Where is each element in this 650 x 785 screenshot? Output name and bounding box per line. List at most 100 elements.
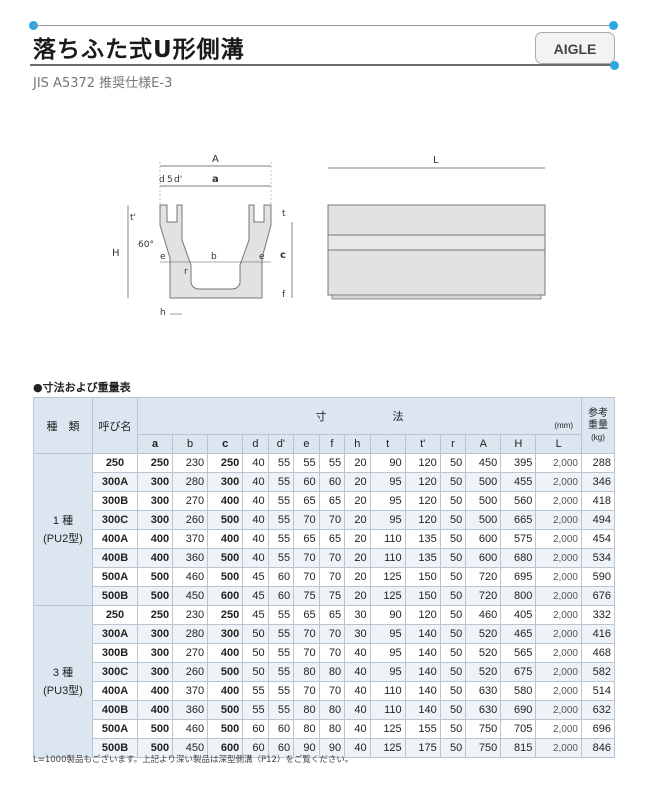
value-cell: 45 [242, 567, 269, 587]
value-cell: 175 [404, 738, 441, 758]
value-cell: 300 [207, 472, 244, 492]
value-cell: 95 [369, 491, 406, 511]
dim-5-label: 5 [167, 175, 173, 185]
value-cell: 150 [404, 567, 441, 587]
kind-cell: 3 種 (PU3型) [33, 605, 93, 758]
value-cell: 50 [439, 586, 467, 606]
header-weight: 参考 重量 (kg) [581, 397, 615, 454]
value-cell: 2,000 [535, 548, 582, 568]
value-cell: 70 [293, 624, 320, 644]
header-weight-unit: (kg) [591, 432, 605, 442]
value-cell: 500 [465, 491, 502, 511]
value-cell: 630 [465, 700, 502, 720]
value-cell: 520 [465, 662, 502, 682]
value-cell: 455 [500, 472, 537, 492]
value-cell: 600 [465, 529, 502, 549]
value-cell: 50 [439, 624, 467, 644]
value-cell: 300 [136, 472, 174, 492]
value-cell: 460 [172, 567, 209, 587]
value-cell: 140 [404, 681, 441, 701]
column-header: h [344, 434, 371, 454]
value-cell: 250 [207, 453, 244, 473]
value-cell: 800 [500, 586, 537, 606]
value-cell: 2,000 [535, 605, 582, 625]
value-cell: 50 [439, 605, 467, 625]
value-cell: 405 [500, 605, 537, 625]
dim-c-label: c [280, 250, 286, 261]
value-cell: 565 [500, 643, 537, 663]
value-cell: 20 [344, 586, 371, 606]
value-cell: 55 [267, 472, 295, 492]
value-cell: 370 [172, 681, 209, 701]
yobi-cell: 500B [92, 738, 138, 758]
value-cell: 560 [500, 491, 537, 511]
value-cell: 55 [267, 643, 295, 663]
value-cell: 815 [500, 738, 537, 758]
value-cell: 500 [465, 510, 502, 530]
value-cell: 70 [293, 567, 320, 587]
mid-right-dot [610, 61, 619, 70]
value-cell: 90 [369, 605, 406, 625]
yobi-cell: 400B [92, 548, 138, 568]
dim-dprime-label: d' [174, 175, 182, 185]
value-cell: 2,000 [535, 529, 582, 549]
section-left-wall [159, 204, 272, 299]
value-cell: 55 [267, 605, 295, 625]
dim-L-label: L [433, 155, 439, 166]
weight-cell: 288 [581, 453, 615, 473]
value-cell: 675 [500, 662, 537, 682]
value-cell: 690 [500, 700, 537, 720]
value-cell: 110 [369, 700, 406, 720]
value-cell: 110 [369, 548, 406, 568]
value-cell: 360 [172, 700, 209, 720]
value-cell: 55 [318, 453, 346, 473]
value-cell: 40 [242, 472, 269, 492]
value-cell: 250 [207, 605, 244, 625]
value-cell: 280 [172, 472, 209, 492]
dim-e-right-label: e [259, 252, 265, 262]
yobi-cell: 300C [92, 662, 138, 682]
value-cell: 500 [207, 548, 244, 568]
value-cell: 90 [293, 738, 320, 758]
weight-cell: 346 [581, 472, 615, 492]
value-cell: 45 [242, 605, 269, 625]
yobi-cell: 300A [92, 472, 138, 492]
value-cell: 140 [404, 624, 441, 644]
value-cell: 50 [439, 738, 467, 758]
column-header: d [242, 434, 269, 454]
yobi-cell: 400A [92, 529, 138, 549]
value-cell: 55 [267, 548, 295, 568]
value-cell: 30 [344, 605, 371, 625]
value-cell: 50 [439, 567, 467, 587]
weight-cell: 696 [581, 719, 615, 739]
value-cell: 70 [293, 548, 320, 568]
value-cell: 2,000 [535, 510, 582, 530]
value-cell: 600 [207, 738, 244, 758]
value-cell: 40 [242, 529, 269, 549]
value-cell: 50 [439, 453, 467, 473]
weight-cell: 590 [581, 567, 615, 587]
value-cell: 140 [404, 662, 441, 682]
value-cell: 120 [404, 472, 441, 492]
value-cell: 50 [242, 643, 269, 663]
value-cell: 60 [318, 472, 346, 492]
value-cell: 95 [369, 472, 406, 492]
value-cell: 40 [242, 453, 269, 473]
kind-cell: 1 種 (PU2型) [33, 453, 93, 606]
section-label: ●寸法および重量表 [33, 381, 131, 394]
value-cell: 55 [242, 681, 269, 701]
value-cell: 2,000 [535, 491, 582, 511]
value-cell: 120 [404, 453, 441, 473]
header-weight-text: 参考 重量 [588, 407, 608, 431]
value-cell: 260 [172, 510, 209, 530]
value-cell: 65 [293, 491, 320, 511]
page-title: 落ちふた式U形側溝 [33, 37, 245, 63]
value-cell: 80 [318, 719, 346, 739]
value-cell: 80 [318, 662, 346, 682]
dim-f-label: f [282, 290, 286, 300]
